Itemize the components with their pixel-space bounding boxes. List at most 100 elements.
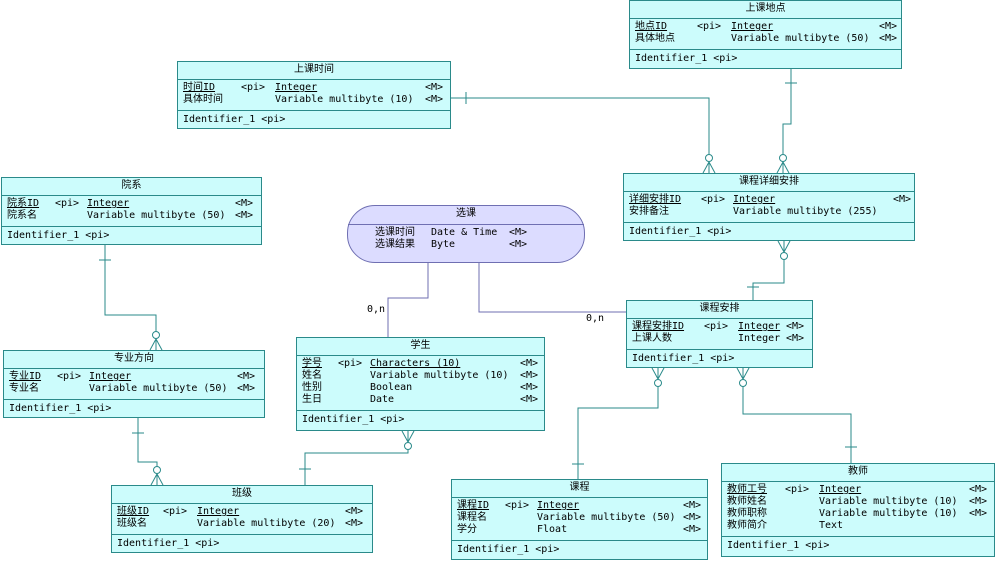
attr-name: 安排备注 (629, 206, 669, 217)
cardinality-many-foot (702, 161, 710, 174)
attr-type: Integer (731, 21, 774, 32)
attr-name: 班级名 (117, 518, 147, 529)
attr-type: Integer (738, 321, 781, 332)
entity-identifier: Identifier_1 <pi> (9, 403, 112, 414)
attr-pi: <pi> (704, 321, 729, 332)
cardinality-optional-circle (404, 442, 412, 450)
attr-name: 教师姓名 (727, 496, 767, 507)
link-kecheng-anpai (577, 368, 659, 479)
attr-pi: <pi> (55, 198, 80, 209)
entity-identifier: Identifier_1 <pi> (727, 540, 830, 551)
relationship-title: 选课 (348, 206, 584, 225)
link-anpai-xiangxi (752, 241, 785, 300)
attr-mandatory: <M> (969, 496, 988, 507)
entity-identifier: Identifier_1 <pi> (183, 114, 286, 125)
entity-title: 课程 (452, 480, 707, 498)
entity-identifier: Identifier_1 <pi> (632, 353, 735, 364)
attr-name: 教师工号 (727, 484, 767, 495)
attr-type: Variable multibyte (255) (733, 206, 878, 217)
link-zhuanye-banji (137, 418, 158, 485)
attr-type: Date & Time (431, 227, 498, 238)
attr-mandatory: <M> (786, 333, 805, 344)
cardinality-many-foot (782, 161, 790, 174)
attr-mandatory: <M> (786, 321, 805, 332)
attr-mandatory: <M> (509, 239, 528, 250)
cardinality-optional-circle (153, 466, 161, 474)
attr-mandatory: <M> (683, 524, 702, 535)
attr-type: Boolean (370, 382, 413, 393)
link-jiaoshi-anpai (742, 368, 852, 463)
attr-pi: <pi> (701, 194, 726, 205)
attr-mandatory: <M> (520, 394, 539, 405)
cardinality-optional-circle (152, 331, 160, 339)
entity-title: 课程详细安排 (624, 174, 914, 192)
link-xuanke-xuesheng (387, 263, 429, 337)
attr-mandatory: <M> (969, 484, 988, 495)
attr-mandatory: <M> (425, 82, 444, 93)
attr-pi: <pi> (163, 506, 188, 517)
cardinality-many-foot (407, 430, 415, 443)
attr-mandatory: <M> (237, 383, 256, 394)
entity-title: 教师 (722, 464, 994, 482)
attr-name: 选课结果 (375, 239, 415, 250)
attr-type: Variable multibyte (50) (731, 33, 870, 44)
cardinality-many-foot (742, 367, 750, 380)
attr-name: 班级ID (117, 506, 150, 517)
entity-title: 学生 (297, 338, 544, 356)
attr-mandatory: <M> (520, 370, 539, 381)
attr-mandatory: <M> (879, 21, 898, 32)
attr-mandatory: <M> (345, 506, 364, 517)
attribute-row: 时间ID<pi>Integer<M> (183, 82, 446, 94)
attr-type: Variable multibyte (10) (275, 94, 414, 105)
attribute-row: 地点ID<pi>Integer<M> (635, 21, 897, 33)
attribute-row: 专业ID<pi>Integer<M> (9, 371, 260, 383)
attr-type: Date (370, 394, 395, 405)
attr-name: 课程ID (457, 500, 490, 511)
attr-name: 性别 (302, 382, 322, 393)
cardinality-many-foot (156, 473, 164, 486)
cardinality-optional-circle (739, 379, 747, 387)
cardinality-many-foot (155, 338, 163, 351)
attribute-row: 学号<pi>Characters (10)<M> (302, 358, 540, 370)
attr-type: Variable multibyte (10) (819, 496, 958, 507)
attr-name: 学号 (302, 358, 322, 369)
entity-identifier: Identifier_1 <pi> (7, 230, 110, 241)
attr-mandatory: <M> (969, 508, 988, 519)
attr-name: 时间ID (183, 82, 216, 93)
cardinality-label-left: 0,n (367, 304, 386, 315)
attr-pi: <pi> (338, 358, 363, 369)
attr-type: Integer (733, 194, 776, 205)
entity-title: 班级 (112, 486, 372, 504)
cardinality-optional-circle (654, 379, 662, 387)
attr-name: 地点ID (635, 21, 668, 32)
cardinality-many-foot (401, 430, 409, 443)
attr-mandatory: <M> (425, 94, 444, 105)
attr-type: Integer (87, 198, 130, 209)
attr-type: Float (537, 524, 568, 535)
attr-type: Characters (10) (370, 358, 461, 369)
cardinality-many-foot (150, 473, 158, 486)
attr-pi: <pi> (785, 484, 810, 495)
attribute-row: 课程ID<pi>Integer<M> (457, 500, 703, 512)
